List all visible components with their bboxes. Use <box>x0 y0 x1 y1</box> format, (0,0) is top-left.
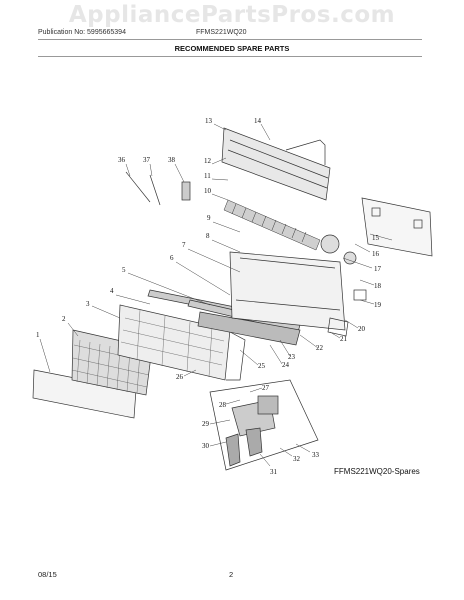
callout-10: 10 <box>204 187 212 195</box>
callout-26: 26 <box>176 373 184 381</box>
publication-number: Publication No: 5995665394 <box>38 29 126 36</box>
callout-30: 30 <box>202 442 210 450</box>
control-box-outline <box>209 379 319 471</box>
page-number: 2 <box>229 570 234 579</box>
model-number: FFMS221WQ20 <box>196 29 247 36</box>
callout-22: 22 <box>316 344 324 352</box>
callout-16: 16 <box>372 250 380 258</box>
callout-37: 37 <box>143 156 151 164</box>
callout-15: 15 <box>372 234 380 242</box>
callout-1: 1 <box>36 331 40 339</box>
callout-7: 7 <box>182 241 186 249</box>
callout-36: 36 <box>118 156 126 164</box>
louver-shape <box>226 331 246 381</box>
title-rule <box>38 56 422 57</box>
callout-25: 25 <box>258 362 266 370</box>
mounting-plate-shape <box>361 197 433 257</box>
page-title: RECOMMENDED SPARE PARTS <box>174 44 290 53</box>
callout-27: 27 <box>262 384 270 392</box>
callout-8: 8 <box>206 232 210 240</box>
callout-9: 9 <box>207 214 211 222</box>
callout-17: 17 <box>374 265 382 273</box>
callout-29: 29 <box>202 420 210 428</box>
callout-11: 11 <box>204 172 211 180</box>
callout-3: 3 <box>86 300 90 308</box>
watermark: AppliancePartsPros.com <box>68 2 396 28</box>
callout-38: 38 <box>168 156 176 164</box>
callout-32: 32 <box>293 455 301 463</box>
callout-21: 21 <box>340 335 348 343</box>
callout-23: 23 <box>288 353 296 361</box>
callout-6: 6 <box>170 254 174 262</box>
fan-motor-shape <box>320 234 340 254</box>
diagram-label: FFMS221WQ20-Spares <box>334 467 420 476</box>
callout-19: 19 <box>374 301 382 309</box>
cross-flow-fan <box>223 199 321 251</box>
callout-24: 24 <box>282 361 290 369</box>
callout-20: 20 <box>358 325 366 333</box>
callout-31: 31 <box>270 468 278 476</box>
callout-12: 12 <box>204 157 212 165</box>
chassis-shape <box>229 251 346 331</box>
callout-5: 5 <box>122 266 126 274</box>
pipe-shape <box>285 139 326 165</box>
callout-13: 13 <box>205 117 213 125</box>
evaporator-shape <box>221 127 331 201</box>
footer-date: 08/15 <box>38 570 57 579</box>
callout-14: 14 <box>254 117 262 125</box>
callout-28: 28 <box>219 401 227 409</box>
remote-cable-shape <box>125 171 151 203</box>
remote-shape <box>181 181 191 201</box>
callout-4: 4 <box>110 287 114 295</box>
vane-assembly <box>197 311 301 346</box>
callout-18: 18 <box>374 282 382 290</box>
header-rule <box>38 39 422 40</box>
callout-2: 2 <box>62 315 66 323</box>
callout-33: 33 <box>312 451 320 459</box>
